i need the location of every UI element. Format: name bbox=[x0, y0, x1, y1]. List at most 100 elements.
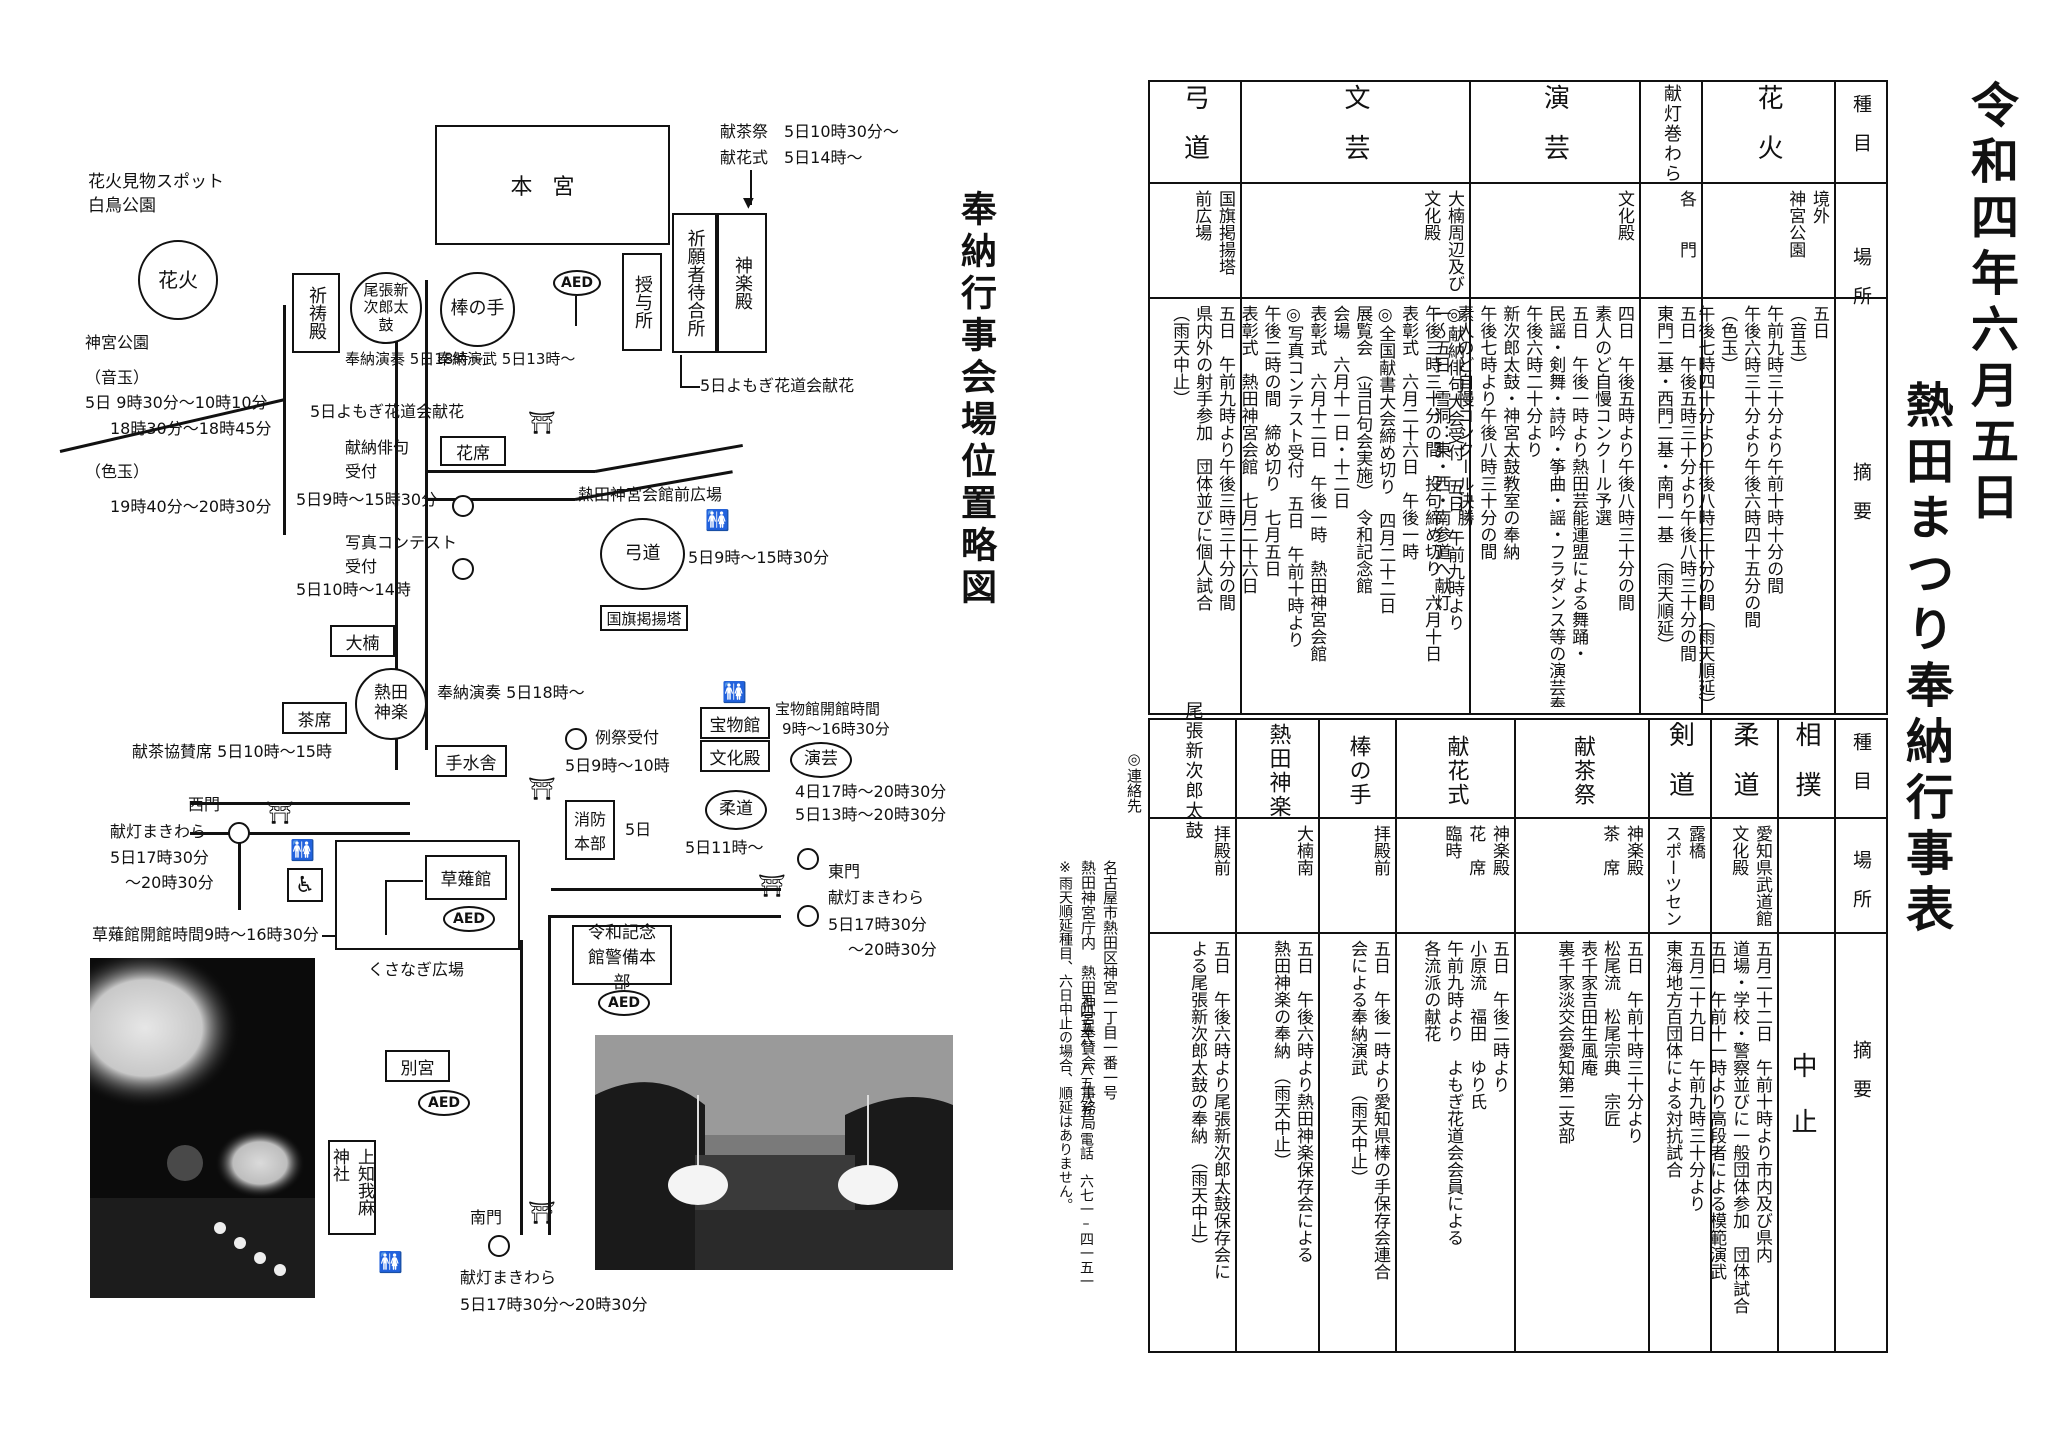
contact-address: 名古屋市熱田区神宮一丁目一番一号 bbox=[1101, 860, 1119, 1100]
kencha-kyosan-label: 献茶協賛席 5日10時～15時 bbox=[132, 742, 332, 761]
fireworks-spot-label: 花火見物スポット bbox=[88, 172, 224, 192]
photo-dusk-lanterns bbox=[595, 1035, 953, 1270]
kenkashiki-label: 献花式 5日14時～ bbox=[720, 148, 863, 167]
kusanagi-arrow-h bbox=[385, 880, 423, 882]
kamichikama-label: 上知我麻神社 bbox=[329, 1147, 374, 1216]
upper-event-place: 文化殿 bbox=[1614, 190, 1634, 241]
lower-event-category: 献花式 bbox=[1443, 734, 1469, 807]
road-v-sw bbox=[520, 1030, 523, 1230]
fireworks-spot-park: 白鳥公園 bbox=[88, 196, 156, 216]
road-v-left-outer bbox=[283, 305, 286, 535]
upper-event-summary: ◎献納俳句大会受付 五日 午前九時より 午後三時三十分の間 投句締め切り 六月十… bbox=[1237, 305, 1464, 662]
owari-taiko-time: 奉納演奏 5日18時～ bbox=[345, 350, 484, 368]
lower-event-place: 神楽殿 花 席 臨時 bbox=[1441, 825, 1509, 876]
betsugu-box: 別宮 bbox=[385, 1050, 450, 1082]
lower-header-category: 種目 bbox=[1850, 732, 1872, 810]
upper-event-place: 境外 神宮公園 bbox=[1785, 190, 1829, 258]
lower-header-summary: 摘要 bbox=[1850, 1040, 1872, 1118]
reiwa-kinenkan-box: 令和記念館警備本部 bbox=[572, 923, 672, 993]
main-title-vertical: 令和四年六月五日 bbox=[1955, 80, 2025, 528]
owari-taiko-circle: 尾張新次郎太鼓 bbox=[350, 272, 422, 344]
restroom-icon-4: 🚻 bbox=[378, 1250, 403, 1274]
lower-event-place: 拝殿前 bbox=[1370, 825, 1390, 876]
west-gate-name: 西門 bbox=[188, 795, 221, 814]
south-gate-name: 南門 bbox=[470, 1208, 503, 1227]
photo-time: 5日10時～14時 bbox=[296, 580, 411, 599]
kyudo-circle: 弓道 bbox=[600, 518, 685, 590]
atsuta-kagura-label: 熱田神楽 bbox=[374, 683, 408, 723]
lower-columns: 相撲中止柔道愛知県武道館 文化殿五月二十二日 午前十時より市内及び県内 道場・学… bbox=[1150, 701, 1834, 1351]
upper-table: 種目 場所 摘要 花火境外 神宮公園五日 （音玉） 午前九時三十分より午前十時十… bbox=[1148, 80, 1888, 715]
temizuya-box: 手水舎 bbox=[435, 745, 507, 777]
lower-event-summary: 五日 午前十時三十分より 松尾流 松尾宗典 宗匠 表千家吉田生風庵 裏千家淡交会… bbox=[1554, 940, 1643, 1144]
lower-event-place: 神楽殿 茶 席 bbox=[1599, 825, 1643, 876]
lower-event-category: 棒の手 bbox=[1345, 734, 1371, 807]
road-diag-ne bbox=[594, 443, 743, 473]
bonote-circle: 棒の手 bbox=[440, 272, 515, 347]
upper-event-column: 花火境外 神宮公園五日 （音玉） 午前九時三十分より午前十時十分の間 午後六時三… bbox=[1694, 82, 1834, 713]
lower-event-summary: 五月二十二日 午前十時より市内及び県内 道場・学校・警察並びに一般団体参加 団体… bbox=[1706, 940, 1772, 1314]
aed-betsugu: AED bbox=[418, 1090, 470, 1116]
lower-event-place: 愛知県武道館 文化殿 bbox=[1728, 825, 1772, 926]
lower-event-summary: 五日 午後六時より尾張新次郎太鼓保存会に よる尾張新次郎太鼓の奉納 （雨天中止） bbox=[1187, 940, 1230, 1280]
contact-phone-line: 〒四五六–八五八五 電話 六七一–四一五一 bbox=[1078, 990, 1094, 1288]
upper-event-category: 演芸 bbox=[1539, 84, 1570, 184]
otodama-time-2: 18時30分～18時45分 bbox=[110, 419, 272, 438]
reisai-point bbox=[565, 728, 587, 750]
shobo-box: 消防本部 bbox=[565, 800, 615, 860]
haiku-label-2: 受付 bbox=[345, 462, 378, 481]
engei-time-1: 4日17時～20時30分 bbox=[795, 782, 947, 801]
upper-event-summary: 五日 （音玉） 午前九時三十分より午前十時十分の間 午後六時三十分より午後六時四… bbox=[1694, 305, 1829, 707]
gate-mark-south: ⛩ bbox=[528, 1201, 556, 1226]
road-v-west-inner bbox=[395, 300, 398, 770]
gate-mark-mid: ⛩ bbox=[528, 777, 556, 802]
gate-mark-east: ⛩ bbox=[758, 874, 786, 899]
kyudo-time: 5日9時～15時30分 bbox=[688, 548, 830, 567]
contact-block: ◎連絡先 名古屋市熱田区神宮一丁目一番一号 熱田神宮庁内 熱田神宮奉賛会 事務局… bbox=[1050, 740, 1145, 1360]
upper-event-category: 花火 bbox=[1753, 84, 1783, 184]
haiku-point bbox=[452, 495, 474, 517]
map-title: 奉納行事会場位置略図 bbox=[955, 190, 997, 610]
irodama-label: （色玉） bbox=[85, 462, 150, 481]
east-gate-point bbox=[797, 848, 819, 870]
chaseki-box: 茶席 bbox=[282, 702, 347, 734]
photo-point bbox=[452, 558, 474, 580]
east-gate-time-1: 5日17時30分 bbox=[828, 915, 927, 934]
upper-event-category: 弓道 bbox=[1179, 84, 1210, 184]
east-gate-point-2 bbox=[797, 905, 819, 927]
lower-event-summary: 五日 午後六時より熱田神楽保存会による 熱田神楽の奉納 （雨天中止） bbox=[1270, 940, 1313, 1263]
lower-event-summary: 五月二十九日 午前九時三十分より 東海地方百団体による対抗試合 bbox=[1662, 940, 1705, 1212]
lantern-photo-art bbox=[90, 958, 315, 1298]
road-h-north-b bbox=[425, 498, 575, 501]
atsuta-kagura-time: 奉納演奏 5日18時～ bbox=[437, 683, 585, 702]
road-v-west-2 bbox=[425, 280, 428, 750]
judo-circle: 柔道 bbox=[705, 790, 767, 830]
kigansha-label: 祈願者待合所 bbox=[684, 229, 706, 337]
kencha-arrow-line bbox=[750, 170, 752, 205]
shobo-label: 消防本部 bbox=[573, 810, 606, 853]
upper-event-column: 演芸文化殿四日 午後五時より午後八時三十分の間 素人のど自慢コンクール予選 五日… bbox=[1431, 82, 1639, 713]
contact-office: 熱田神宮庁内 熱田神宮奉賛会 事務局 bbox=[1079, 860, 1097, 1130]
reisai-label: 例祭受付 bbox=[595, 728, 660, 747]
schedule-subtitle: 熱田まつり奉納行事表 bbox=[1897, 380, 1953, 940]
lower-row-line-1 bbox=[1150, 817, 1886, 819]
west-gate-time-1: 5日17時30分 bbox=[110, 848, 209, 867]
accessible-icon: ♿ bbox=[287, 868, 323, 902]
bonote-time: 奉納演武 5日13時～ bbox=[437, 350, 576, 368]
upper-event-place: 国旗掲揚塔 前広場 bbox=[1191, 190, 1235, 275]
lower-event-category: 剣道 bbox=[1664, 720, 1695, 821]
kusanagi-plaza-outline bbox=[335, 840, 520, 950]
honmiya-box: 本宮 bbox=[435, 125, 670, 245]
kusanagi-hours: 草薙館開館時間9時～16時30分 bbox=[92, 925, 319, 944]
upper-header-category: 種目 bbox=[1850, 94, 1872, 172]
kusanagi-hours-line bbox=[322, 935, 337, 937]
road-h-east-b bbox=[551, 888, 781, 891]
lower-event-category: 献茶祭 bbox=[1570, 734, 1595, 807]
south-gate-point bbox=[488, 1235, 510, 1257]
upper-event-column: 献灯巻わら各 門五日 午後五時三十分より午後八時三十分の間 東門二基・西門二基・… bbox=[1639, 82, 1701, 713]
upper-event-column: 弓道国旗掲揚塔 前広場五日 午前九時より午後三時三十分の間 県内外の射手参加 団… bbox=[1150, 82, 1240, 713]
upper-columns: 花火境外 神宮公園五日 （音玉） 午前九時三十分より午前十時十分の間 午後六時三… bbox=[1150, 82, 1834, 713]
aed-reiwa: AED bbox=[598, 990, 650, 1016]
homotsukan-hours-1: 宝物館開館時間 bbox=[775, 700, 881, 718]
lower-event-column: 相撲中止 bbox=[1777, 720, 1834, 1351]
